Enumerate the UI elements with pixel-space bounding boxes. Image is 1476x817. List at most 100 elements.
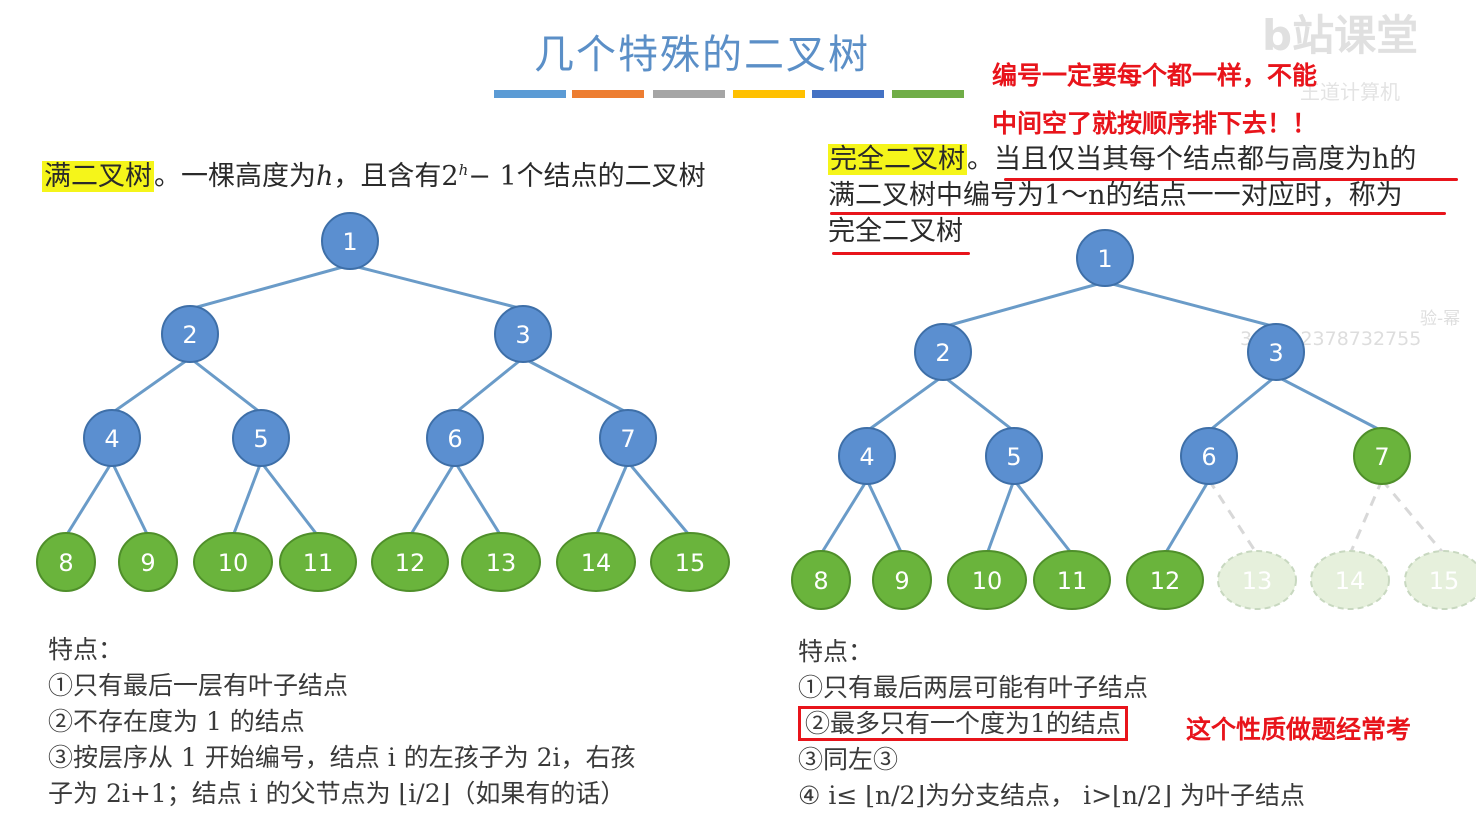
full-node-9: 9 xyxy=(118,532,178,592)
svg-text:12: 12 xyxy=(1150,567,1181,595)
feature-item-boxed: ②最多只有一个度为1的结点 xyxy=(798,706,1305,742)
complete-faded-edge xyxy=(1380,479,1446,555)
complete-node-1: 1 xyxy=(1076,229,1134,287)
complete-edge xyxy=(942,280,1106,329)
full-edge xyxy=(453,461,503,537)
full-edge xyxy=(189,263,351,311)
feature-item: 子为 2i+1；结点 i 的父节点为 ⌊i/2⌋（如果有的话） xyxy=(48,779,626,808)
complete-node-6: 6 xyxy=(1180,427,1238,485)
full-node-10: 10 xyxy=(193,532,273,592)
complete-edge xyxy=(866,374,944,433)
svg-text:8: 8 xyxy=(58,549,73,577)
svg-text:4: 4 xyxy=(859,443,874,471)
full-node-4: 4 xyxy=(83,409,141,467)
full-edge xyxy=(594,461,630,537)
complete-tree-term: 完全二叉树 xyxy=(828,144,967,175)
complete-faded-edge xyxy=(1348,479,1384,555)
complete-tree-definition: 完全二叉树。当且仅当其每个结点都与高度为h的 满二叉树中编号为1～n的结点一一对… xyxy=(828,144,1417,247)
complete-edge xyxy=(1208,374,1277,433)
full-edge xyxy=(111,356,191,415)
complete-edge xyxy=(1163,479,1211,555)
complete-edge xyxy=(985,479,1016,555)
svg-text:6: 6 xyxy=(1201,443,1216,471)
svg-text:15: 15 xyxy=(675,549,706,577)
svg-text:12: 12 xyxy=(395,549,426,577)
red-underline-3 xyxy=(832,252,970,255)
full-tree-definition: 满二叉树。一棵高度为h，且含有2h− 1个结点的二叉树 xyxy=(42,161,706,192)
full-node-1: 1 xyxy=(321,212,379,270)
full-edge xyxy=(259,461,320,537)
complete-node-3: 3 xyxy=(1247,323,1305,381)
features-title: 特点： xyxy=(798,637,874,666)
svg-text:13: 13 xyxy=(1242,567,1273,595)
complete-node-8: 8 xyxy=(791,550,851,610)
note-line-1: 编号一定要每个都一样，不能 xyxy=(992,61,1318,90)
full-edge xyxy=(231,461,263,537)
complete-faded-node-14: 14 xyxy=(1310,550,1390,610)
color-bar-gray xyxy=(653,90,725,98)
full-node-11: 11 xyxy=(279,532,357,592)
svg-text:5: 5 xyxy=(253,425,268,453)
color-bar-green xyxy=(892,90,964,98)
feature-note: 这个性质做题经常考 xyxy=(1186,715,1412,744)
complete-node-11: 11 xyxy=(1033,550,1111,610)
full-tree-term: 满二叉树 xyxy=(42,161,154,192)
full-node-8: 8 xyxy=(36,532,96,592)
full-node-7: 7 xyxy=(599,409,657,467)
red-underline-1 xyxy=(1004,178,1458,181)
complete-node-5: 5 xyxy=(985,427,1043,485)
complete-edge xyxy=(819,479,869,555)
complete-edge xyxy=(865,479,904,555)
watermark-brand: b站课堂 xyxy=(1262,11,1419,60)
complete-faded-node-15: 15 xyxy=(1404,550,1476,610)
svg-text:13: 13 xyxy=(486,549,517,577)
svg-text:11: 11 xyxy=(303,549,334,577)
full-tree-features: 特点： ①只有最后一层有叶子结点 ②不存在度为 1 的结点 ③按层序从 1 开始… xyxy=(48,632,636,812)
full-node-5: 5 xyxy=(232,409,290,467)
svg-text:2: 2 xyxy=(935,339,950,367)
feature-item: ②不存在度为 1 的结点 xyxy=(48,707,305,736)
svg-text:3: 3 xyxy=(515,321,530,349)
svg-text:14: 14 xyxy=(581,549,612,577)
feature-item: ①只有最后一层有叶子结点 xyxy=(48,671,349,700)
color-bar-yellow xyxy=(733,90,805,98)
full-edge xyxy=(349,263,524,311)
complete-tree-edges xyxy=(819,280,1446,555)
complete-edge xyxy=(1104,280,1277,329)
svg-text:6: 6 xyxy=(447,425,462,453)
svg-text:2: 2 xyxy=(182,321,197,349)
full-edge xyxy=(408,461,457,537)
page-title: 几个特殊的二叉树 xyxy=(534,32,870,78)
feature-item: ③按层序从 1 开始编号，结点 i 的左孩子为 2i，右孩 xyxy=(48,743,636,772)
features-title: 特点： xyxy=(48,635,124,664)
svg-text:1: 1 xyxy=(342,228,357,256)
svg-text:4: 4 xyxy=(104,425,119,453)
complete-node-10: 10 xyxy=(947,550,1027,610)
complete-edge xyxy=(1275,374,1383,433)
full-edge xyxy=(454,356,524,415)
note-line-2: 中间空了就按顺序排下去！！ xyxy=(992,109,1318,138)
full-edge xyxy=(110,461,150,537)
full-edge xyxy=(189,356,262,415)
complete-node-2: 2 xyxy=(914,323,972,381)
svg-text:10: 10 xyxy=(972,567,1003,595)
red-underline-2 xyxy=(830,212,1446,215)
svg-text:7: 7 xyxy=(620,425,635,453)
full-node-15: 15 xyxy=(650,532,730,592)
full-edge xyxy=(522,356,629,415)
svg-text:8: 8 xyxy=(813,567,828,595)
feature-item: ③同左③ xyxy=(798,745,899,774)
complete-node-12: 12 xyxy=(1126,550,1204,610)
complete-edge xyxy=(1012,479,1074,555)
complete-node-7: 7 xyxy=(1353,427,1411,485)
svg-text:15: 15 xyxy=(1429,567,1460,595)
svg-text:5: 5 xyxy=(1006,443,1021,471)
svg-text:9: 9 xyxy=(140,549,155,577)
full-node-14: 14 xyxy=(556,532,636,592)
full-node-13: 13 xyxy=(461,532,541,592)
color-bar-orange xyxy=(572,90,644,98)
svg-text:3: 3 xyxy=(1268,339,1283,367)
